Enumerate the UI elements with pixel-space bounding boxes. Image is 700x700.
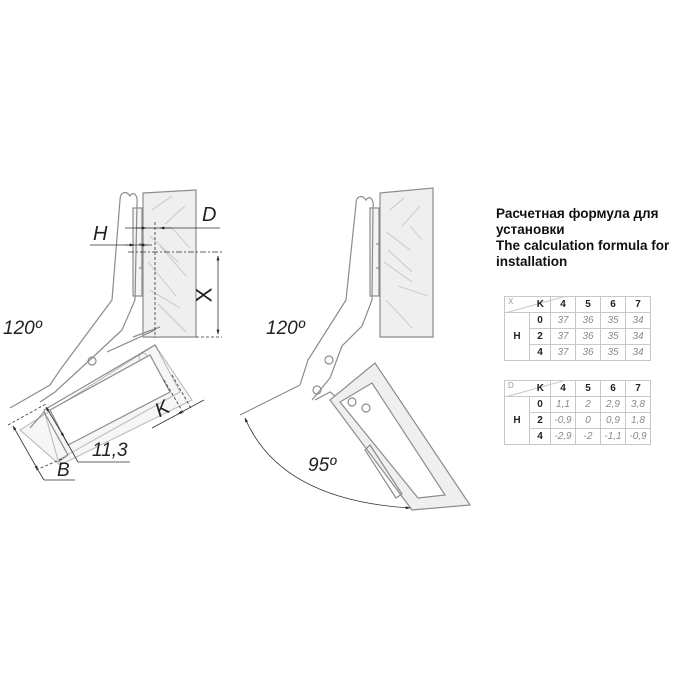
dim-label-11-3: 11,3 bbox=[92, 440, 128, 461]
dim-label-b: B bbox=[57, 460, 70, 481]
table-cell: -1,1 bbox=[600, 428, 626, 445]
angle-label-right: 120º bbox=[266, 318, 305, 339]
table-cell: -2,9 bbox=[550, 428, 576, 445]
table-cell: 35 bbox=[600, 344, 626, 361]
k-header: 6 bbox=[600, 380, 626, 397]
table-row: H 0 37 36 35 34 bbox=[504, 312, 651, 361]
table-cell: 0,9 bbox=[600, 412, 626, 429]
table-row: H 0 1,1 2 2,9 3,8 bbox=[504, 396, 651, 445]
k-header: 7 bbox=[625, 380, 651, 397]
cabinet-side-panel-right bbox=[379, 187, 434, 338]
opening-angle-arc bbox=[244, 417, 411, 510]
h-value: 0 bbox=[529, 312, 551, 329]
table-corner-cell: X K bbox=[504, 296, 563, 313]
table-cell: 3,8 bbox=[625, 396, 651, 413]
opening-angle-label: 95º bbox=[308, 455, 337, 476]
title-line-en-1: The calculation formula for bbox=[496, 238, 670, 253]
table-corner-cell: D K bbox=[504, 380, 563, 397]
d-calculation-table: D K 4 5 6 7 H 0 1,1 2 2,9 3,8 2 -0,9 0 0… bbox=[504, 380, 651, 445]
table-cell: 2,9 bbox=[600, 396, 626, 413]
table-cell: -2 bbox=[575, 428, 601, 445]
h-value: 0 bbox=[529, 396, 551, 413]
left-dimension-lines bbox=[7, 222, 222, 481]
k-header: 6 bbox=[600, 296, 626, 313]
corner-label-k: K bbox=[536, 299, 544, 310]
corner-label-x: X bbox=[508, 297, 514, 306]
row-header-h: H bbox=[504, 396, 530, 445]
table-cell: 1,1 bbox=[550, 396, 576, 413]
h-value: 4 bbox=[529, 344, 551, 361]
table-cell: 34 bbox=[625, 312, 651, 329]
h-value: 2 bbox=[529, 328, 551, 345]
table-cell: 36 bbox=[575, 328, 601, 345]
table-cell: -0,9 bbox=[625, 428, 651, 445]
k-header: 5 bbox=[575, 380, 601, 397]
table-row: 2 -0,9 0 0,9 1,8 bbox=[505, 412, 651, 429]
table-cell: 36 bbox=[575, 312, 601, 329]
table-row: 2 37 36 35 34 bbox=[505, 328, 651, 345]
table-row: 4 -2,9 -2 -1,1 -0,9 bbox=[505, 428, 651, 445]
angle-label-left: 120º bbox=[3, 318, 42, 339]
h-value: 2 bbox=[529, 412, 551, 429]
table-cell: 37 bbox=[550, 328, 576, 345]
table-cell: 37 bbox=[550, 344, 576, 361]
h-value: 4 bbox=[529, 428, 551, 445]
formula-title: Расчетная формула для установки The calc… bbox=[496, 206, 696, 270]
table-cell: 0 bbox=[575, 412, 601, 429]
title-line-ru-2: установки bbox=[496, 222, 565, 237]
table-cell: 35 bbox=[600, 328, 626, 345]
k-header: 5 bbox=[575, 296, 601, 313]
corner-label-d: D bbox=[508, 381, 514, 390]
table-cell: 1,8 bbox=[625, 412, 651, 429]
right-hinge-drawing bbox=[239, 187, 472, 511]
table-cell: -0,9 bbox=[550, 412, 576, 429]
table-header-row: D K 4 5 6 7 bbox=[504, 380, 651, 397]
dim-label-x: X bbox=[191, 287, 217, 303]
table-cell: 34 bbox=[625, 328, 651, 345]
table-row: 4 37 36 35 34 bbox=[505, 344, 651, 361]
k-header: 7 bbox=[625, 296, 651, 313]
title-line-ru-1: Расчетная формула для bbox=[496, 206, 659, 221]
dim-label-d: D bbox=[202, 204, 217, 226]
row-header-h: H bbox=[504, 312, 530, 361]
dim-label-h: H bbox=[93, 223, 108, 245]
table-header-row: X K 4 5 6 7 bbox=[504, 296, 651, 313]
table-cell: 36 bbox=[575, 344, 601, 361]
table-cell: 2 bbox=[575, 396, 601, 413]
table-cell: 35 bbox=[600, 312, 626, 329]
title-line-en-2: installation bbox=[496, 254, 568, 269]
corner-label-k: K bbox=[536, 383, 544, 394]
x-calculation-table: X K 4 5 6 7 H 0 37 36 35 34 2 37 36 35 3… bbox=[504, 296, 651, 361]
table-cell: 34 bbox=[625, 344, 651, 361]
table-cell: 37 bbox=[550, 312, 576, 329]
